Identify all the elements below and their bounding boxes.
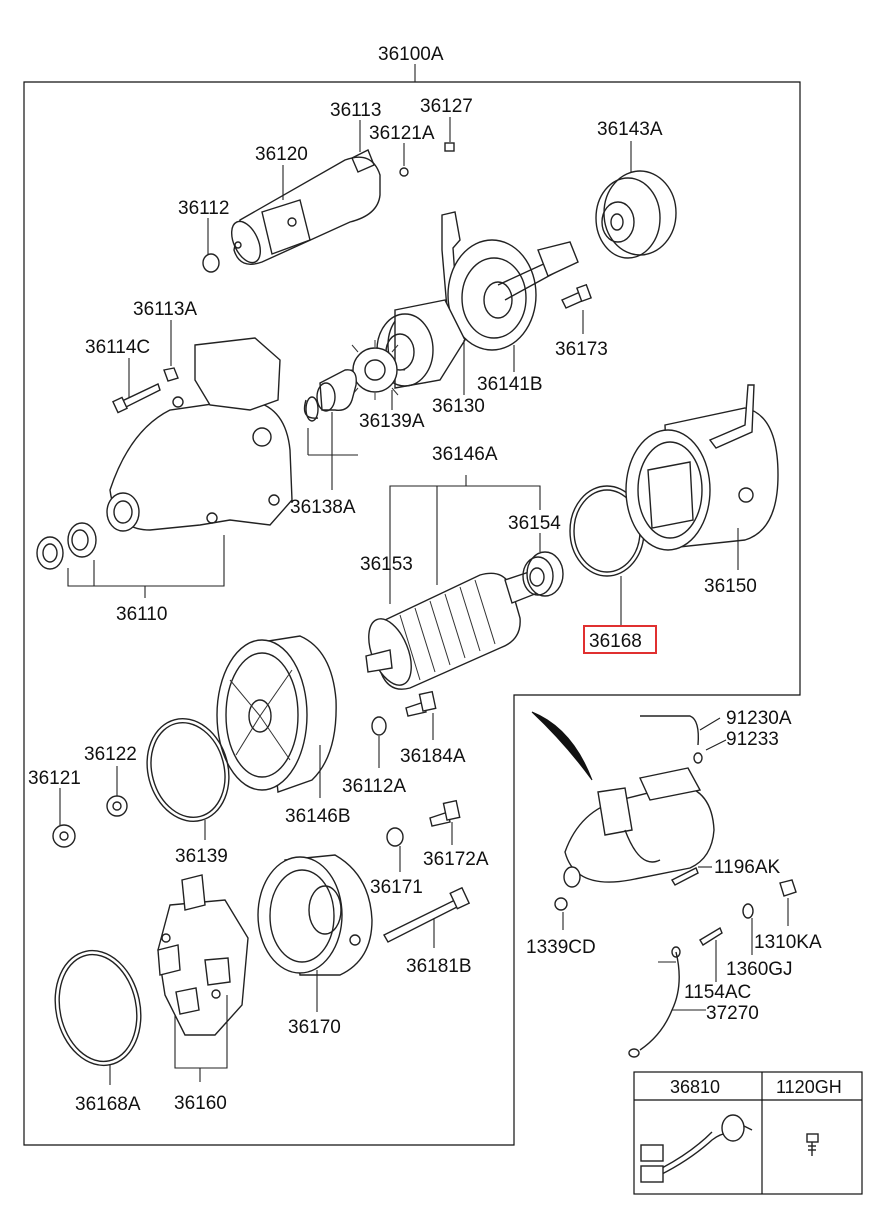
bearing-36143A [595, 170, 677, 259]
table-header-1120GH[interactable]: 1120GH [776, 1077, 842, 1097]
bearing-36154 [522, 551, 564, 597]
label-36120[interactable]: 36120 [255, 144, 308, 165]
label-36114C[interactable]: 36114C [85, 337, 150, 358]
label-36139[interactable]: 36139 [175, 846, 228, 867]
label-36154[interactable]: 36154 [508, 513, 561, 534]
housing-36146B [216, 635, 337, 793]
label-36141B[interactable]: 36141B [477, 374, 543, 395]
o-ring-36168A [54, 949, 142, 1067]
label-36160[interactable]: 36160 [174, 1093, 227, 1114]
label-91233[interactable]: 91233 [726, 729, 779, 750]
label-36153[interactable]: 36153 [360, 554, 413, 575]
gear-housing-36141B [441, 211, 579, 351]
label-36100A[interactable]: 36100A [378, 44, 444, 65]
washer-1360GJ [742, 903, 754, 919]
bolt-36172A [429, 799, 461, 827]
label-36130[interactable]: 36130 [432, 396, 485, 417]
starter-assembly-view [563, 767, 715, 888]
direction-arrow [531, 711, 593, 781]
label-36113A[interactable]: 36113A [133, 299, 197, 320]
cable-91230A [640, 715, 700, 746]
washer-36171 [386, 827, 404, 847]
label-36127[interactable]: 36127 [420, 96, 473, 117]
label-36139A[interactable]: 36139A [359, 411, 425, 432]
bolt-36173 [561, 283, 592, 309]
parts-table: 36810 1120GH [633, 1071, 863, 1195]
washer-36121 [52, 824, 76, 848]
pinion-gear-36139A [345, 340, 405, 400]
end-cover-36170 [257, 854, 373, 976]
brush-holder-36160 [157, 874, 249, 1036]
yoke-36150 [625, 384, 779, 551]
label-1310KA[interactable]: 1310KA [754, 932, 822, 953]
label-36168A[interactable]: 36168A [75, 1094, 141, 1115]
washer-36112A [371, 716, 387, 736]
label-36110[interactable]: 36110 [116, 604, 167, 625]
nut-36127 [444, 142, 455, 152]
label-36171[interactable]: 36171 [370, 877, 423, 898]
through-bolt-36181B [383, 886, 471, 943]
label-36122[interactable]: 36122 [84, 744, 137, 765]
o-ring-36139 [146, 718, 230, 822]
label-36113[interactable]: 36113 [330, 100, 381, 121]
label-36143A[interactable]: 36143A [597, 119, 663, 140]
label-36172A[interactable]: 36172A [423, 849, 489, 870]
label-36112[interactable]: 36112 [178, 198, 229, 219]
nut-36121A [399, 167, 409, 177]
label-1360GJ[interactable]: 1360GJ [726, 959, 793, 980]
bolt-1196AK [671, 867, 699, 886]
label-36168[interactable]: 36168 [589, 631, 642, 652]
clutch-36130 [376, 299, 466, 389]
label-36150[interactable]: 36150 [704, 576, 757, 597]
label-36170[interactable]: 36170 [288, 1017, 341, 1038]
assembly-frame [23, 81, 801, 1146]
label-36181B[interactable]: 36181B [406, 956, 472, 977]
highlight-box-36168 [583, 625, 657, 654]
bushing-36110-a [36, 522, 97, 570]
stop-collar-36138A [303, 369, 357, 422]
label-36184A[interactable]: 36184A [400, 746, 466, 767]
solenoid-36120 [230, 149, 381, 265]
armature-36153 [365, 569, 541, 690]
label-36121[interactable]: 36121 [28, 768, 81, 789]
label-36138A[interactable]: 36138A [290, 497, 356, 518]
bolt-36114C [112, 383, 161, 414]
label-1196AK[interactable]: 1196AK [714, 857, 781, 878]
washer-36112 [202, 253, 220, 273]
nut-1339CD [554, 897, 568, 911]
nut-1310KA [779, 879, 797, 897]
label-36146B[interactable]: 36146B [285, 806, 351, 827]
label-36121A[interactable]: 36121A [369, 123, 435, 144]
washer-36122 [106, 795, 128, 817]
label-1339CD[interactable]: 1339CD [526, 937, 596, 958]
ground-cable-37270 [639, 951, 680, 1051]
stud-1154AC [699, 926, 723, 946]
front-bracket-36110 [106, 337, 293, 532]
bolt-36184A [405, 690, 437, 717]
label-1154AC[interactable]: 1154AC [684, 982, 751, 1003]
label-36112A[interactable]: 36112A [342, 776, 406, 797]
label-36146A[interactable]: 36146A [432, 444, 498, 465]
label-37270[interactable]: 37270 [706, 1003, 759, 1024]
nut-36113A [163, 367, 179, 382]
harness-36810 [640, 1114, 753, 1183]
bolt-1120GH [806, 1133, 819, 1156]
label-36173[interactable]: 36173 [555, 339, 608, 360]
label-91230A[interactable]: 91230A [726, 708, 792, 729]
table-header-36810[interactable]: 36810 [670, 1077, 720, 1097]
